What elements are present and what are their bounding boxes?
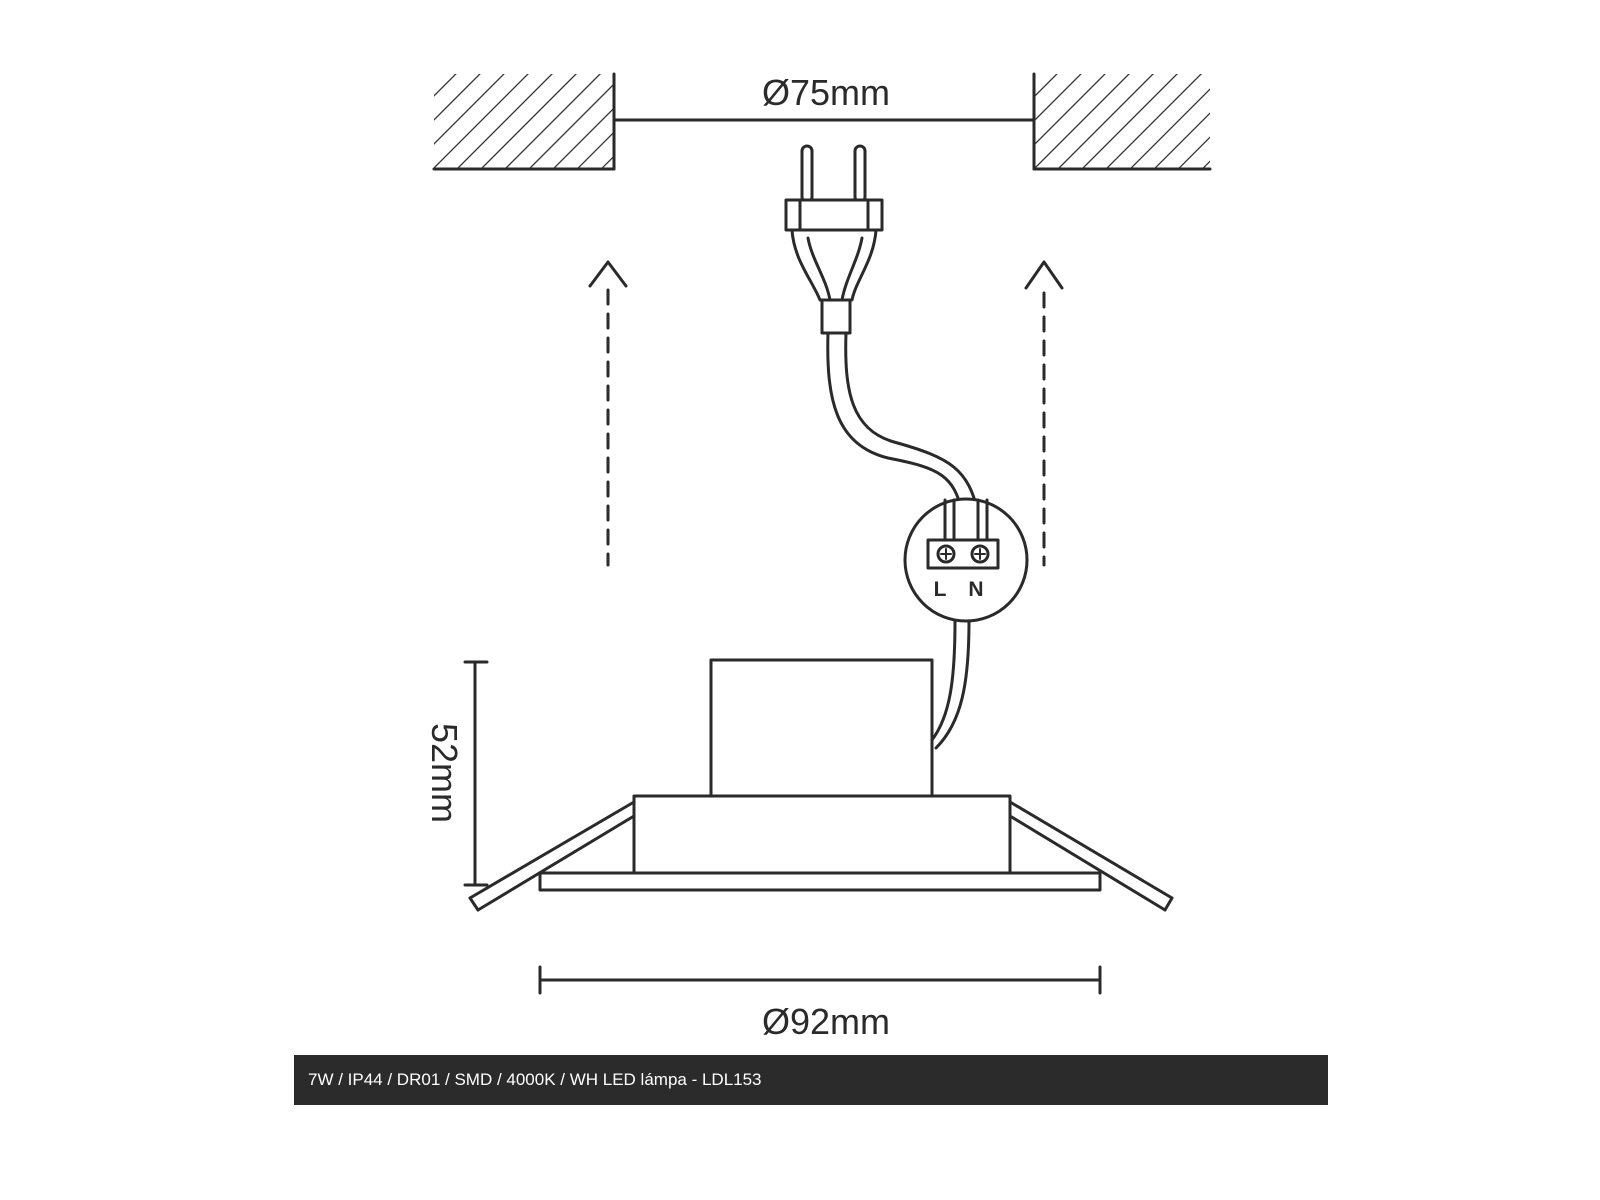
driver-box (709, 658, 934, 798)
plug-icon (784, 144, 884, 335)
insert-arrow-left-icon (588, 260, 628, 567)
power-cable (826, 331, 980, 514)
product-caption-bar: 7W / IP44 / DR01 / SMD / 4000K / WH LED … (294, 1055, 1328, 1105)
ceiling-left (432, 72, 616, 171)
hole-diameter-label: Ø75mm (762, 72, 890, 113)
terminal-block (903, 497, 1029, 623)
terminal-screw-neutral-icon (970, 544, 990, 564)
terminal-live-label: L (934, 578, 947, 601)
outer-dimension-line (538, 965, 1102, 995)
height-label: 52mm (424, 723, 465, 823)
product-caption: 7W / IP44 / DR01 / SMD / 4000K / WH LED … (308, 1070, 762, 1089)
terminal-screw-live-icon (936, 544, 956, 564)
spring-clip-left (468, 800, 636, 912)
insert-arrow-right-icon (1024, 260, 1064, 567)
lamp-body (538, 794, 1102, 892)
outer-diameter-label: Ø92mm (762, 1001, 890, 1042)
ceiling-right (1032, 72, 1212, 171)
driver-cable (930, 619, 971, 750)
terminal-neutral-label: N (968, 578, 983, 601)
spring-clip-right (1008, 800, 1174, 912)
height-dimension-line (463, 660, 489, 887)
